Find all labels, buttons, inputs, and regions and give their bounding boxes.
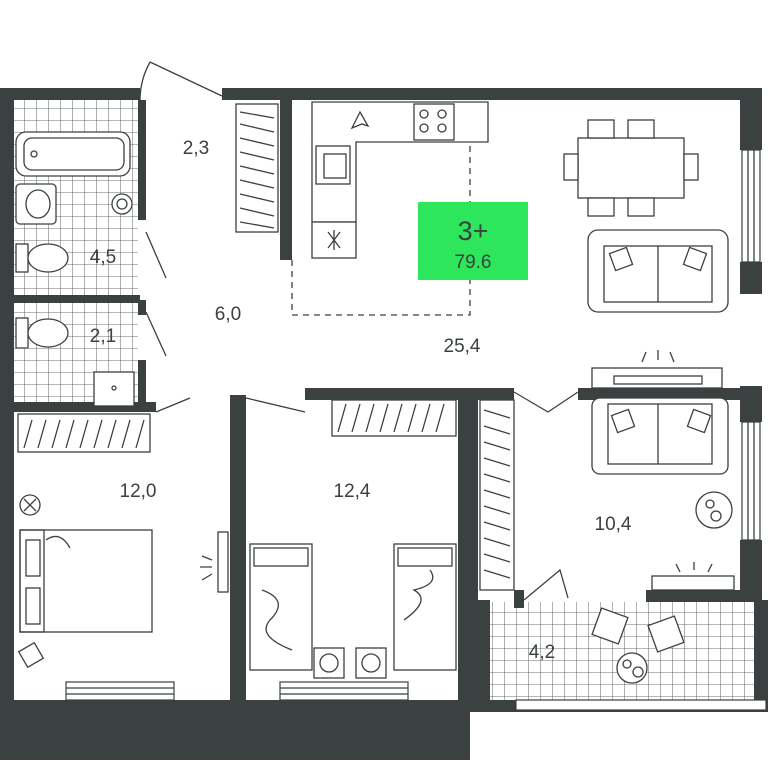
bathroom-fixtures — [15, 131, 135, 407]
wall-bedroom-divider-2 — [458, 388, 478, 705]
nightstand-4 — [355, 647, 387, 679]
bedroom-right-tv — [651, 575, 735, 591]
bedroom-right-sofa — [591, 397, 729, 475]
cooktop — [413, 103, 455, 141]
room-labels: 2,3 4,5 2,1 6,0 25,4 12,0 12,4 10,4 4,2 — [90, 138, 632, 663]
dining-set — [563, 119, 699, 217]
rooms-count: 3+ — [458, 216, 489, 246]
toilet — [15, 317, 29, 349]
wall-bath-toilet — [14, 295, 140, 303]
wall-right-top — [740, 88, 762, 150]
balcony-chair-2 — [647, 615, 685, 653]
bathtub — [15, 131, 131, 177]
kitchen — [291, 101, 489, 316]
bathroom-door — [145, 231, 167, 279]
wall-balcony-door-left — [514, 590, 524, 608]
fridge — [311, 221, 357, 259]
wall-bedroom-right-top-a — [478, 388, 514, 400]
window-bedroom-middle — [279, 681, 409, 701]
single-bed-2 — [393, 543, 457, 671]
toilet-sink — [93, 371, 135, 407]
plant-icon — [350, 110, 370, 130]
entrance-door — [149, 61, 223, 97]
nightstand-2 — [17, 641, 45, 669]
wall-top-left — [0, 88, 140, 100]
toilet-door — [145, 311, 167, 357]
wall-bedroom-divider-1 — [230, 395, 246, 705]
bedroom-left-tv — [217, 531, 229, 593]
bathroom-toilet — [15, 243, 29, 273]
balcony-furniture — [591, 607, 685, 684]
tv-stand — [591, 367, 723, 389]
wardrobe-hall — [235, 103, 279, 233]
wall-top — [222, 88, 762, 100]
area-bedroom-middle: 12,4 — [334, 481, 371, 502]
wall-right-lower — [740, 540, 762, 602]
window-balcony — [515, 699, 767, 711]
wall-left — [0, 88, 14, 760]
bedroom-middle-furniture — [249, 543, 457, 679]
nightstand-3 — [313, 647, 345, 679]
dining-table — [577, 137, 685, 199]
side-table — [695, 491, 733, 529]
wall-bedroom-left-top — [14, 402, 156, 412]
area-toilet: 2,1 — [90, 326, 116, 347]
single-bed-1 — [249, 543, 313, 671]
wall-kitchen-column — [280, 100, 292, 260]
windows — [65, 149, 767, 711]
bedroom-middle-door — [245, 397, 306, 413]
doors — [139, 61, 579, 601]
area-bedroom-left: 12,0 — [120, 481, 157, 502]
total-area: 79.6 — [455, 252, 492, 273]
washing-machine — [111, 193, 133, 215]
wall-toilet-right2 — [138, 360, 146, 408]
wall-balcony-top — [646, 590, 746, 602]
area-hall-top: 2,3 — [183, 138, 209, 159]
wall-bath-right — [138, 100, 146, 220]
wardrobes — [17, 103, 515, 591]
area-balcony: 4,2 — [529, 642, 555, 663]
wall-toilet-right — [138, 300, 146, 315]
area-living-kitchen: 25,4 — [444, 336, 481, 357]
wall-bottom — [0, 700, 470, 760]
area-bedroom-right: 10,4 — [595, 514, 632, 535]
area-corridor: 6,0 — [215, 304, 241, 325]
apartment-badge: 3+ 79.6 — [418, 202, 528, 280]
wall-bedroom-right-top-b — [578, 388, 748, 400]
window-living-1 — [741, 149, 761, 263]
wall-right-mid — [740, 262, 762, 294]
living-sofa — [587, 229, 729, 389]
bedroom-right-furniture — [591, 397, 735, 591]
balcony-chair-1 — [591, 607, 629, 645]
balcony-table — [616, 652, 648, 684]
balcony-door — [523, 568, 569, 601]
bedroom-right-door — [513, 391, 579, 413]
wall-balcony-right — [754, 600, 768, 712]
kitchen-sink — [315, 145, 351, 185]
window-bedroom-right — [741, 421, 761, 541]
area-bathroom: 4,5 — [90, 247, 116, 268]
double-bed — [19, 529, 153, 633]
badge-background — [418, 202, 528, 280]
bedroom-left-furniture — [17, 494, 229, 669]
wall-bedroom-middle-top — [305, 388, 465, 400]
window-bedroom-left — [65, 681, 175, 701]
bedroom-left-door — [155, 397, 191, 413]
